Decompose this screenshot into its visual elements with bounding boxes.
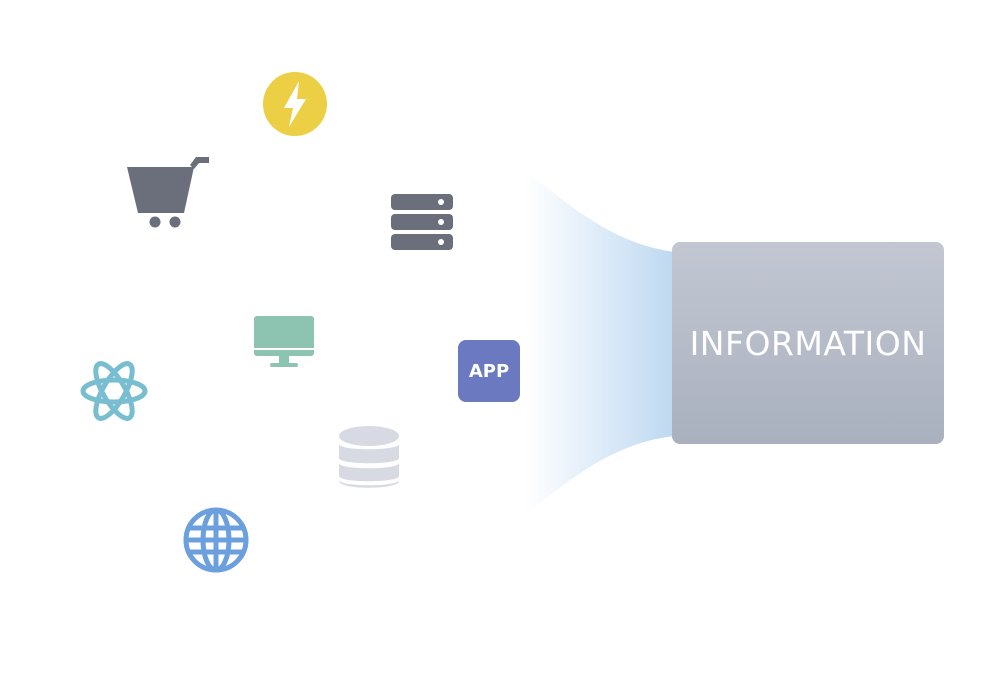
information-box: INFORMATION [672,242,944,444]
lightning-icon [263,72,327,136]
globe-icon [183,507,249,573]
app-label: APP [468,360,510,382]
app-icon: APP [458,340,520,402]
server-stack-icon [391,194,453,250]
shopping-cart-icon [127,157,209,228]
information-label: INFORMATION [689,323,927,363]
atom-icon [80,361,148,421]
monitor-icon [254,316,314,367]
database-icon [339,426,399,488]
